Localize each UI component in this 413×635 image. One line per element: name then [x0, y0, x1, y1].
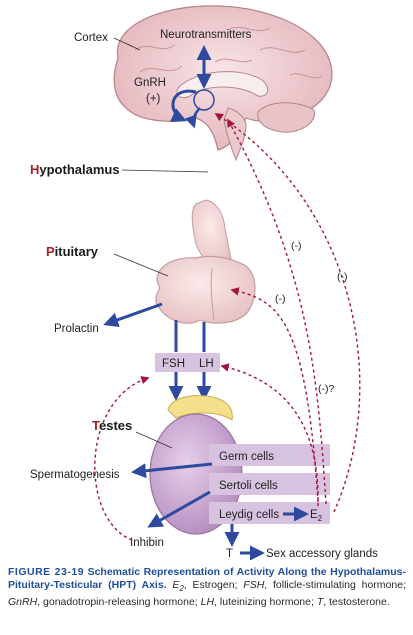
- gnrh-down-arrow: [184, 107, 201, 129]
- germ-cells-label: Germ cells: [219, 451, 274, 463]
- figure-abbreviations: E2, Estrogen; FSH, follicle-stimulating …: [8, 579, 406, 608]
- testes-label: Testes: [92, 418, 132, 433]
- inhibin-label: Inhibin: [130, 537, 164, 549]
- prolactin-arrow: [103, 302, 163, 328]
- hypothalamus-label: Hypothalamus: [30, 162, 120, 177]
- brain-gyri: [134, 26, 323, 79]
- hypothalamus-marker: [193, 89, 215, 111]
- figure-title: Schematic Representation of Activity Alo…: [8, 566, 406, 592]
- hpt-axis-diagram: Cortex Neurotransmitters GnRH (+) Hypoth…: [30, 5, 378, 560]
- e2-label: E2: [310, 509, 323, 523]
- figure-number: FIGURE 23-19: [8, 566, 85, 578]
- sertoli-cells-label: Sertoli cells: [219, 480, 278, 492]
- sex-accessory-glands-label: Sex accessory glands: [266, 548, 378, 560]
- pituitary-leader: [113, 253, 169, 277]
- leydig-cells-label: Leydig cells: [219, 509, 279, 521]
- t-label: T: [226, 548, 233, 560]
- inhibin-feedback-loop: [94, 376, 150, 541]
- epididymis: [167, 395, 233, 421]
- lh-label: LH: [199, 358, 214, 370]
- cortex-leader: [113, 37, 141, 51]
- neurotransmitters-label: Neurotransmitters: [160, 29, 252, 41]
- feedback-sign-4: (-)?: [318, 383, 334, 395]
- hypothalamus-leader: [121, 169, 209, 173]
- fsh-box: [155, 353, 195, 372]
- feedback-sign-3: (-): [275, 293, 286, 305]
- gnrh-loop-arrow: [169, 89, 197, 122]
- fsh-label: FSH: [162, 358, 185, 370]
- pituitary: [155, 199, 256, 324]
- gnrh-sign: (+): [146, 93, 161, 105]
- cerebellum: [257, 102, 316, 133]
- t-to-pituitary-feedback: [230, 287, 319, 503]
- sertoli-cells-box: [209, 473, 330, 495]
- inhibin-arrow: [147, 490, 211, 528]
- pituitary-body: [155, 255, 256, 324]
- prolactin-label: Prolactin: [54, 323, 99, 335]
- figure-caption: FIGURE 23-19 Schematic Representation of…: [8, 566, 406, 609]
- germ-cells-box: [209, 444, 330, 466]
- gnrh-label: GnRH: [134, 77, 166, 89]
- t-to-hypothalamus-feedback: [227, 118, 327, 505]
- feedback-sign-2: (-): [337, 271, 348, 283]
- cortex-label: Cortex: [74, 32, 108, 44]
- lh-box: [194, 353, 220, 372]
- pituitary-lobe-divide: [210, 267, 215, 321]
- spermatogenesis-arrow: [131, 462, 213, 479]
- spermatogenesis-label: Spermatogenesis: [30, 469, 120, 481]
- e2-to-hypothalamus-feedback: [214, 113, 361, 513]
- pituitary-label: Pituitary: [46, 244, 99, 259]
- testes-leader: [135, 431, 173, 449]
- feedback-sign-1: (-): [291, 240, 302, 252]
